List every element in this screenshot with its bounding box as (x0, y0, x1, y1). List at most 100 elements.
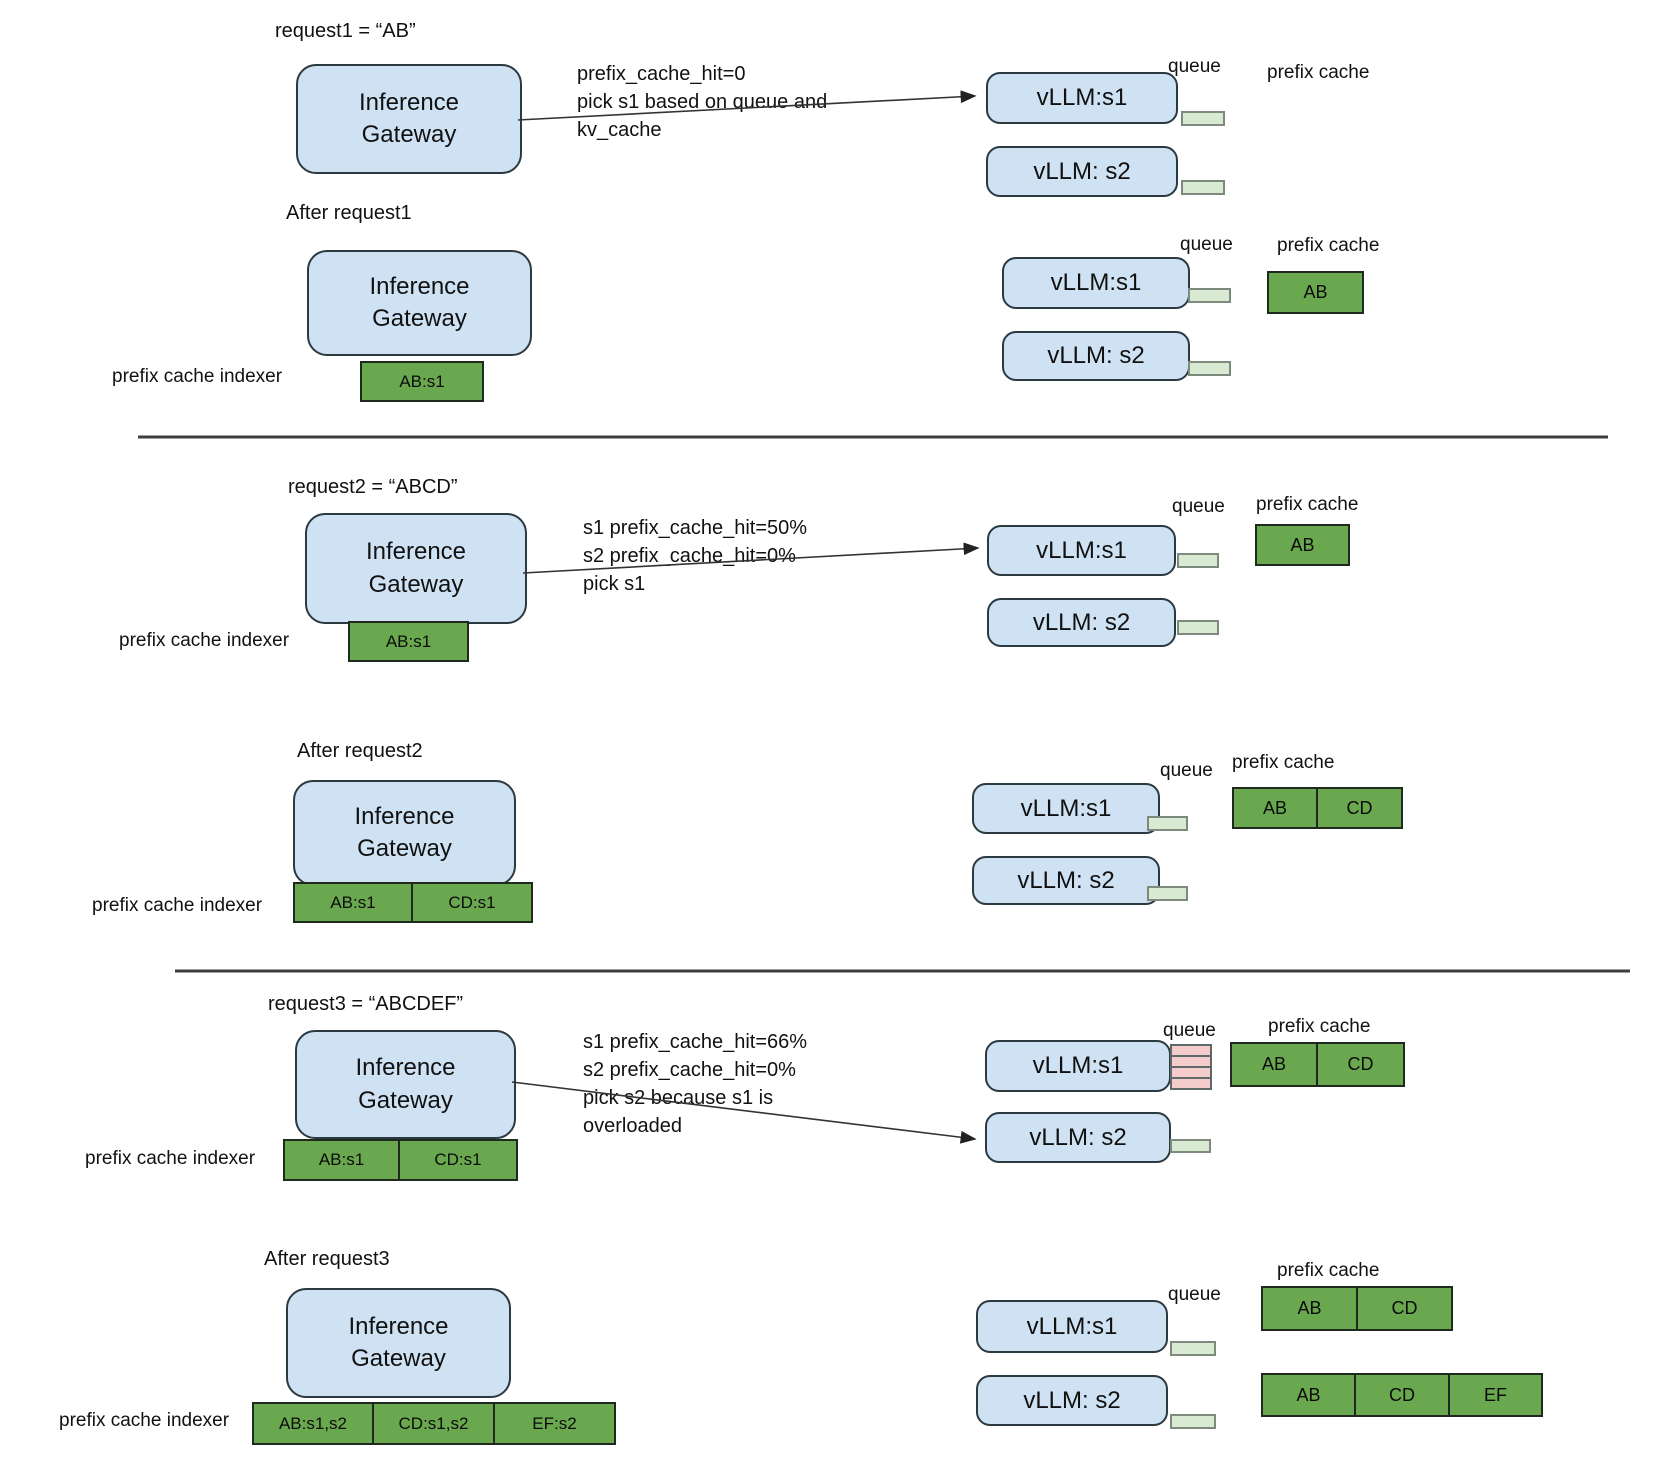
s2-queue-chip (1177, 620, 1219, 635)
cache-cell: AB (1267, 271, 1364, 314)
s1-prefix-cache-row: AB CD (1261, 1286, 1453, 1331)
s1-queue-chip (1181, 111, 1225, 126)
cache-cell: AB (1232, 787, 1318, 829)
vllm-s1-label: vLLM:s1 (1032, 1052, 1124, 1079)
s1-prefix-cache-row: AB (1255, 524, 1350, 566)
inference-gateway-label: Inference Gateway (369, 272, 470, 332)
inference-gateway-box: Inference Gateway (305, 513, 527, 624)
inference-gateway-box: Inference Gateway (296, 64, 522, 174)
vllm-s2-label: vLLM: s2 (1017, 866, 1115, 894)
annotation-line: pick s2 because s1 is (583, 1087, 774, 1109)
s1-queue-overloaded-stack (1170, 1044, 1212, 1090)
s2-queue-chip (1170, 1139, 1211, 1153)
request1-annotation: prefix_cache_hit=0 pick s1 based on queu… (577, 60, 827, 144)
annotation-line: s1 prefix_cache_hit=50% (583, 517, 808, 539)
inference-gateway-label: Inference Gateway (348, 1312, 449, 1372)
cache-cell: CD (1316, 1042, 1405, 1087)
vllm-s1-label: vLLM:s1 (1036, 84, 1128, 111)
queue-label: queue (1168, 56, 1221, 77)
prefix-cache-indexer-row: AB:s1 CD:s1 (283, 1139, 518, 1181)
annotation-line: pick s1 (583, 573, 646, 595)
prefix-cache-indexer-label: prefix cache indexer (59, 1410, 230, 1431)
s2-queue-chip (1147, 886, 1188, 901)
vllm-s2-label: vLLM: s2 (1047, 342, 1145, 369)
cache-cell: AB (1261, 1373, 1356, 1417)
queue-label: queue (1172, 496, 1225, 517)
after-request1-title: After request1 (286, 202, 412, 224)
prefix-cache-indexer-label: prefix cache indexer (119, 630, 290, 651)
prefix-cache-indexer-row: AB:s1 (348, 621, 469, 662)
prefix-cache-indexer-label: prefix cache indexer (85, 1148, 256, 1169)
s2-queue-chip (1170, 1414, 1216, 1429)
request2-title: request2 = “ABCD” (288, 476, 458, 498)
vllm-s2-label: vLLM: s2 (1023, 1386, 1121, 1414)
annotation-line: pick s1 based on queue and (577, 91, 828, 113)
queue-item (1170, 1077, 1212, 1090)
vllm-s2-box: vLLM: s2 (972, 856, 1160, 905)
s1-queue-chip (1147, 816, 1188, 831)
indexer-cell: EF:s2 (493, 1402, 616, 1445)
vllm-s1-label: vLLM:s1 (1020, 794, 1112, 822)
prefix-cache-label: prefix cache (1256, 494, 1359, 515)
inference-gateway-box: Inference Gateway (286, 1288, 511, 1398)
inference-gateway-box: Inference Gateway (293, 780, 516, 886)
request3-title: request3 = “ABCDEF” (268, 993, 464, 1015)
queue-label: queue (1180, 234, 1233, 255)
indexer-cell: AB:s1 (283, 1139, 400, 1181)
cache-cell: CD (1354, 1373, 1450, 1417)
vllm-s1-box: vLLM:s1 (1002, 257, 1190, 309)
prefix-cache-indexer-row: AB:s1,s2 CD:s1,s2 EF:s2 (252, 1402, 616, 1445)
after-request2-title: After request2 (297, 740, 423, 762)
annotation-line: s1 prefix_cache_hit=66% (583, 1031, 808, 1053)
prefix-cache-indexer-label: prefix cache indexer (92, 895, 263, 916)
vllm-s2-box: vLLM: s2 (985, 1112, 1171, 1163)
after-request3-title: After request3 (264, 1248, 390, 1270)
vllm-s2-label: vLLM: s2 (1032, 608, 1131, 636)
prefix-cache-indexer-row: AB:s1 (360, 361, 484, 402)
annotation-line: s2 prefix_cache_hit=0% (583, 545, 796, 567)
queue-label: queue (1168, 1284, 1221, 1305)
annotation-line: kv_cache (577, 119, 662, 141)
indexer-cell: AB:s1,s2 (252, 1402, 374, 1445)
s2-queue-chip (1181, 180, 1225, 195)
queue-label: queue (1160, 760, 1213, 781)
prefix-cache-indexer-row: AB:s1 CD:s1 (293, 882, 533, 923)
s1-queue-chip (1177, 553, 1219, 568)
vllm-s2-box: vLLM: s2 (976, 1375, 1168, 1426)
s1-prefix-cache-row: AB CD (1232, 787, 1403, 829)
cache-cell: AB (1255, 524, 1350, 566)
request2-annotation: s1 prefix_cache_hit=50% s2 prefix_cache_… (583, 514, 807, 598)
indexer-cell: AB:s1 (348, 621, 469, 662)
vllm-s1-box: vLLM:s1 (976, 1300, 1168, 1353)
indexer-cell: CD:s1 (398, 1139, 518, 1181)
prefix-cache-label: prefix cache (1277, 1260, 1380, 1281)
vllm-s2-label: vLLM: s2 (1029, 1123, 1127, 1151)
inference-gateway-label: Inference Gateway (365, 538, 467, 598)
cache-cell: AB (1230, 1042, 1318, 1087)
vllm-s1-box: vLLM:s1 (985, 1040, 1171, 1092)
s2-queue-chip (1188, 361, 1231, 376)
inference-gateway-label: Inference Gateway (354, 802, 455, 862)
request3-annotation: s1 prefix_cache_hit=66% s2 prefix_cache_… (583, 1028, 807, 1140)
prefix-cache-label: prefix cache (1267, 62, 1370, 83)
annotation-line: prefix_cache_hit=0 (577, 63, 746, 85)
indexer-cell: CD:s1,s2 (372, 1402, 495, 1445)
vllm-s1-box: vLLM:s1 (972, 783, 1160, 834)
prefix-cache-label: prefix cache (1232, 752, 1335, 773)
s1-queue-chip (1188, 288, 1231, 303)
vllm-s1-label: vLLM:s1 (1026, 1312, 1118, 1340)
annotation-line: overloaded (583, 1115, 682, 1137)
inference-gateway-label: Inference Gateway (358, 88, 460, 148)
cache-cell: CD (1356, 1286, 1453, 1331)
s1-prefix-cache-row: AB (1267, 271, 1364, 314)
s1-prefix-cache-row: AB CD (1230, 1042, 1405, 1087)
cache-cell: AB (1261, 1286, 1358, 1331)
inference-gateway-label: Inference Gateway (355, 1054, 456, 1114)
inference-gateway-box: Inference Gateway (295, 1030, 516, 1139)
prefix-cache-indexer-label: prefix cache indexer (112, 366, 283, 387)
indexer-cell: AB:s1 (360, 361, 484, 402)
vllm-s2-box: vLLM: s2 (1002, 331, 1190, 381)
prefix-cache-label: prefix cache (1277, 235, 1380, 256)
